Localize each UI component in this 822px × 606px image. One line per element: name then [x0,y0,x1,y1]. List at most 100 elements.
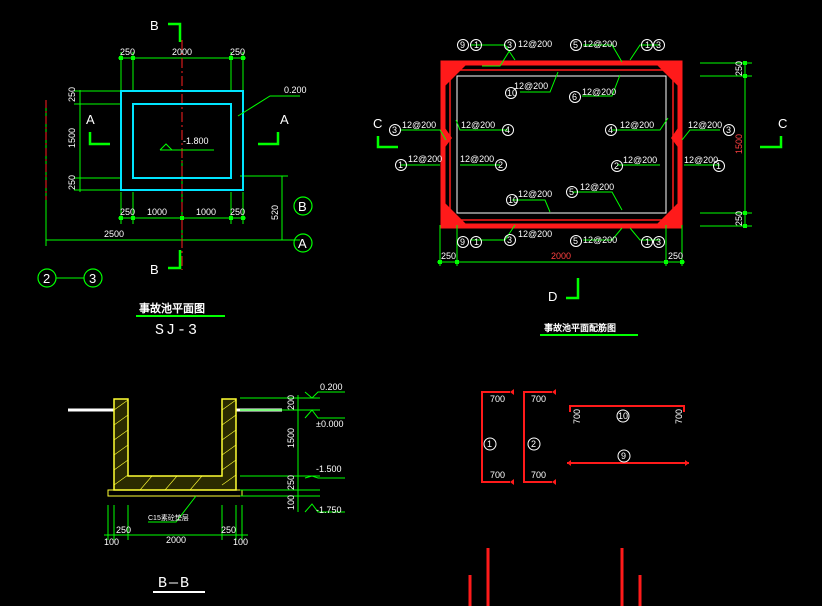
rebar-label: 12@200 [620,120,654,130]
bar-mark-5: 5 [573,236,578,246]
rebar-label: 12@200 [514,81,548,91]
plan-dim-top-mid: 2000 [172,47,192,57]
bar-mark-4: 4 [505,125,510,135]
bar-mark-1: 1 [474,40,479,50]
section-mark-c-right: C [778,116,787,131]
bar-mark-3: 3 [656,40,661,50]
plan-dim-bot-2: 1000 [147,207,167,217]
reinforcement-plan: C C D 12@200 12@200 12@200 12@200 12@200… [373,39,787,336]
plan-slope-label: 0.200 [284,85,307,95]
axis-b-bubble: B [298,199,307,214]
bar-mark-1: 1 [645,40,650,50]
plan-offset-dim: 520 [270,205,280,220]
rebar-label: 12@200 [408,154,442,164]
rebar-label: 12@200 [580,182,614,192]
section-mark-a-left: A [86,112,95,127]
plan-overall-dim: 2500 [104,229,124,239]
level-bottom: -1.500 [316,464,342,474]
bar-mark-1: 1 [716,161,721,171]
bar-mark-1: 1 [645,237,650,247]
bar-mark-3: 3 [507,40,512,50]
plan-dim-top-right: 250 [230,47,245,57]
reinf-dim-right-3: 250 [734,211,744,226]
reinf-dim-bot-2: 2000 [551,251,571,261]
bar-mark-3: 3 [726,125,731,135]
bar-mark-2: 2 [614,161,619,171]
level-ground: ±0.000 [316,419,343,429]
plan-dim-left-3: 250 [67,175,77,190]
plan-title: 事故池平面图 [139,301,205,315]
reinf-dim-right-1: 250 [734,61,744,76]
plan-dim-bot-4: 250 [230,207,245,217]
plan-dim-bot-1: 250 [120,207,135,217]
bar-mark-4: 4 [608,125,613,135]
rebar-label: 12@200 [518,229,552,239]
bar-mark-9: 9 [460,40,465,50]
bar-mark-5: 5 [569,187,574,197]
sec-dim-h-5: 100 [233,537,248,547]
section-mark-d: D [548,289,557,304]
bar-mark-1: 1 [398,160,403,170]
rebar-label: 12@200 [518,189,552,199]
sec-dim-v-3: 250 [286,475,296,490]
rebar-label: 12@200 [460,154,494,164]
rebar-label: 12@200 [684,155,718,165]
plan-floor-level: -1.800 [183,136,209,146]
bar-mark-2: 2 [498,160,503,170]
axis-2-bubble: 2 [43,271,50,286]
plan-code: SJ-3 [155,322,199,339]
rebar-label: 12@200 [582,87,616,97]
rebar-label: 12@200 [402,120,436,130]
bar-mark-5: 5 [573,40,578,50]
reinf-dim-right-2: 1500 [734,134,744,154]
bar-shape-mark-9: 9 [621,451,626,461]
reinf-dim-bot-3: 250 [668,251,683,261]
sec-dim-v-4: 100 [286,495,296,510]
rebar-label: 12@200 [461,120,495,130]
bar-len-2a: 700 [531,394,546,404]
bar-mark-3: 3 [507,235,512,245]
bar-shape-mark-2: 2 [531,439,536,449]
bar-len-10a: 700 [572,409,582,424]
bar-len-1b: 700 [490,470,505,480]
section-mark-b-top: B [150,18,159,33]
rebar-label: 12@200 [623,155,657,165]
rebar-label: 12@200 [583,235,617,245]
sec-dim-h-4: 250 [221,525,236,535]
rebar-label: 12@200 [583,39,617,49]
bar-mark-10: 10 [508,195,518,205]
rebar-label: 12@200 [688,120,722,130]
section-mark-c-left: C [373,116,382,131]
bar-shape-mark-1: 1 [487,439,492,449]
reinf-title: 事故池平面配筋图 [544,322,616,333]
bar-mark-9: 9 [460,237,465,247]
sec-dim-h-3: 2000 [166,535,186,545]
section-mark-b-bottom: B [150,262,159,277]
plan-dim-left-2: 1500 [67,128,77,148]
plan-view: B B A A [37,18,313,339]
concrete-label: C15素砼垫层 [148,513,189,522]
bar-shapes: 700 700 700 700 700 700 1 2 10 9 [468,389,689,606]
section-b-b: 0.200 ±0.000 -1.500 -1.750 200 1500 250 … [68,382,345,593]
bar-mark-1: 1 [474,237,479,247]
axis-a-bubble: A [298,236,307,251]
bar-mark-3: 3 [392,125,397,135]
reinf-dim-bot-1: 250 [441,251,456,261]
bar-mark-10: 10 [507,88,517,98]
plan-dim-left-1: 250 [67,87,77,102]
level-base: -1.750 [316,505,342,515]
bar-mark-3: 3 [656,237,661,247]
bar-mark-6: 6 [572,92,577,102]
level-top: 0.200 [320,382,343,392]
axis-3-bubble: 3 [89,271,96,286]
sec-dim-v-1: 200 [286,395,296,410]
bar-len-2b: 700 [531,470,546,480]
plan-dim-bot-3: 1000 [196,207,216,217]
sec-dim-v-2: 1500 [286,428,296,448]
bar-len-10b: 700 [674,409,684,424]
sec-dim-h-2: 250 [116,525,131,535]
bar-shape-mark-10: 10 [618,411,628,421]
section-title: B—B [158,575,191,592]
